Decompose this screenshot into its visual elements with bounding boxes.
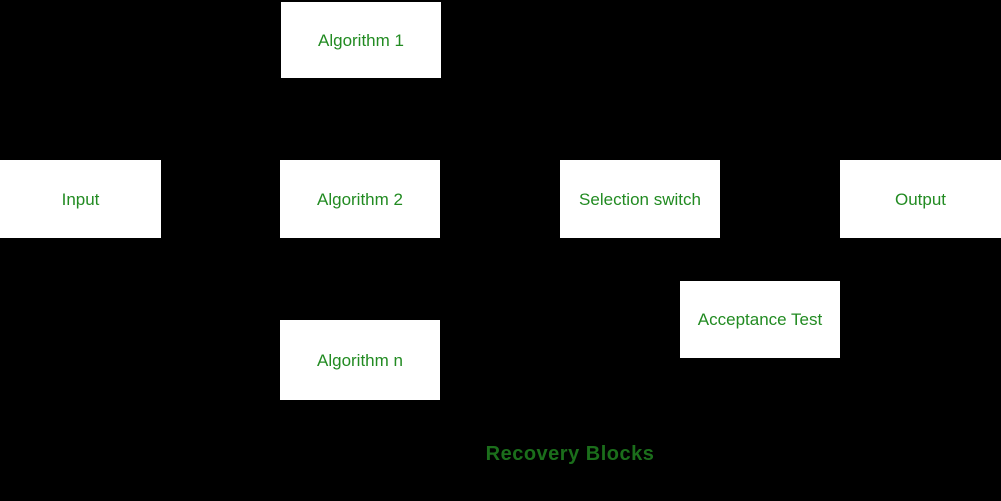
node-selection-switch: Selection switch — [560, 160, 720, 238]
node-selection-switch-label: Selection switch — [579, 189, 701, 209]
node-algorithm-n: Algorithm n — [280, 320, 440, 400]
node-acceptance-test: Acceptance Test — [680, 281, 840, 358]
node-algorithm-1: Algorithm 1 — [281, 2, 441, 78]
node-input: Input — [0, 160, 161, 238]
node-input-label: Input — [61, 189, 100, 209]
node-algorithm-1-label: Algorithm 1 — [318, 30, 404, 50]
node-acceptance-test-label: Acceptance Test — [697, 310, 823, 329]
node-algorithm-n-label: Algorithm n — [317, 350, 403, 370]
node-output-label: Output — [894, 189, 947, 209]
node-algorithm-2: Algorithm 2 — [280, 160, 440, 238]
node-algorithm-2-label: Algorithm 2 — [317, 189, 403, 209]
diagram-caption: Recovery Blocks — [485, 443, 655, 465]
node-output: Output — [840, 160, 1001, 238]
